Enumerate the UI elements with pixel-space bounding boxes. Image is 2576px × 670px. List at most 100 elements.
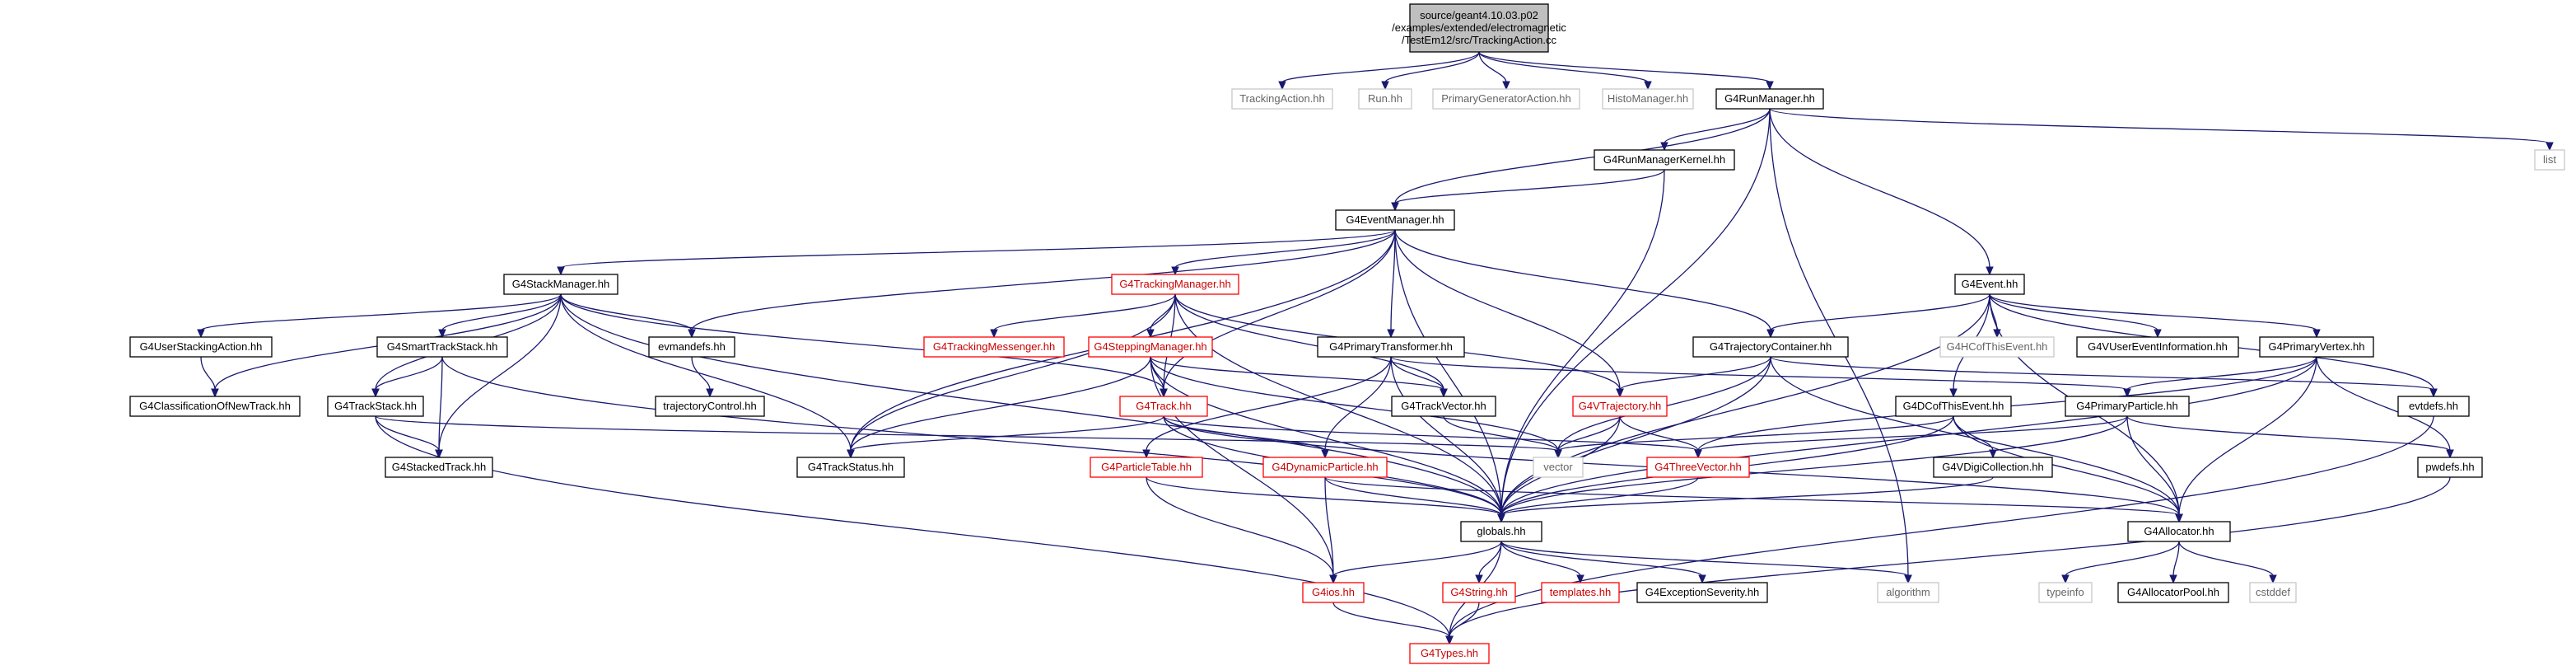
node-vtrajectory[interactable]: G4VTrajectory.hh bbox=[1572, 396, 1668, 417]
node-box bbox=[1088, 336, 1213, 358]
node-primarygen: PrimaryGeneratorAction.hh bbox=[1432, 88, 1580, 110]
node-label: PrimaryGeneratorAction.hh bbox=[1441, 92, 1571, 105]
node-label: G4PrimaryParticle.hh bbox=[2076, 400, 2178, 412]
node-evtdefs[interactable]: evtdefs.hh bbox=[2397, 396, 2470, 417]
node-primaryparticle[interactable]: G4PrimaryParticle.hh bbox=[2065, 396, 2190, 417]
edge-primaryvertex-to-globals bbox=[1497, 356, 2317, 523]
node-label: vector bbox=[1543, 461, 1573, 473]
node-globals[interactable]: globals.hh bbox=[1460, 521, 1542, 542]
node-pwdefs[interactable]: pwdefs.hh bbox=[2417, 457, 2483, 478]
node-label: G4AllocatorPool.hh bbox=[2127, 586, 2219, 598]
edge-stackmanager-to-stackedtrack bbox=[435, 293, 562, 459]
node-box bbox=[1954, 274, 2025, 295]
node-box bbox=[2417, 457, 2483, 478]
node-label: G4TrackingManager.hh bbox=[1119, 278, 1230, 290]
node-eventmanager[interactable]: G4EventManager.hh bbox=[1335, 209, 1455, 231]
edge-track-to-threevector bbox=[1163, 415, 1702, 459]
node-event[interactable]: G4Event.hh bbox=[1954, 274, 2025, 295]
node-trackvector[interactable]: G4TrackVector.hh bbox=[1391, 396, 1496, 417]
edge-eventmanager-to-evmandefs bbox=[688, 229, 1396, 339]
node-box bbox=[1391, 396, 1496, 417]
node-smarttrackstack[interactable]: G4SmartTrackStack.hh bbox=[376, 336, 508, 358]
edge-root-to-runmanager bbox=[1478, 51, 1774, 91]
node-label: G4StackManager.hh bbox=[512, 278, 610, 290]
node-allocator[interactable]: G4Allocator.hh bbox=[2127, 521, 2231, 542]
node-box bbox=[1317, 336, 1465, 358]
node-dynamicparticle[interactable]: G4DynamicParticle.hh bbox=[1262, 457, 1388, 478]
node-particletable[interactable]: G4ParticleTable.hh bbox=[1090, 457, 1203, 478]
edge-eventmanager-to-trackingmanager bbox=[1171, 229, 1396, 276]
node-threevector[interactable]: G4ThreeVector.hh bbox=[1646, 457, 1750, 478]
node-box bbox=[1358, 88, 1412, 110]
edge-primaryvertex-to-primaryparticle bbox=[2123, 356, 2317, 398]
node-vector: vector bbox=[1533, 457, 1584, 478]
node-root[interactable]: source/geant4.10.03.p02/examples/extende… bbox=[1392, 3, 1566, 53]
node-primaryvertex[interactable]: G4PrimaryVertex.hh bbox=[2259, 336, 2374, 358]
edge-trajectorycontainer-to-evtdefs bbox=[1770, 356, 2438, 398]
node-box bbox=[2259, 336, 2374, 358]
node-label: TrackingAction.hh bbox=[1239, 92, 1325, 105]
node-trackingmessenger[interactable]: G4TrackingMessenger.hh bbox=[923, 336, 1065, 358]
node-box bbox=[1636, 582, 1768, 603]
node-box bbox=[1119, 396, 1208, 417]
node-stackedtrack[interactable]: G4StackedTrack.hh bbox=[385, 457, 493, 478]
node-classification[interactable]: G4ClassificationOfNewTrack.hh bbox=[129, 396, 301, 417]
node-vdigicollection[interactable]: G4VDigiCollection.hh bbox=[1933, 457, 2053, 478]
edge-track-to-trackstatus bbox=[847, 415, 1164, 459]
node-box bbox=[2065, 396, 2190, 417]
node-track[interactable]: G4Track.hh bbox=[1119, 396, 1208, 417]
node-box bbox=[1409, 3, 1549, 53]
node-templates[interactable]: templates.hh bbox=[1541, 582, 1620, 603]
node-box bbox=[655, 396, 765, 417]
node-label: G4Types.hh bbox=[1421, 647, 1478, 659]
edge-primaryparticle-to-threevector bbox=[1694, 415, 2128, 459]
node-vusereventinfo[interactable]: G4VUserEventInformation.hh bbox=[2076, 336, 2239, 358]
node-steppingmanager[interactable]: G4SteppingManager.hh bbox=[1088, 336, 1213, 358]
node-primarytransformer[interactable]: G4PrimaryTransformer.hh bbox=[1317, 336, 1465, 358]
node-box bbox=[129, 336, 273, 358]
node-label: list bbox=[2543, 153, 2556, 166]
edge-eventmanager-to-primarytransformer bbox=[1387, 229, 1396, 339]
node-box bbox=[2038, 582, 2093, 603]
edge-dynamicparticle-to-g4ios bbox=[1324, 476, 1337, 584]
node-label: /TestEm12/src/TrackingAction.cc bbox=[1402, 34, 1557, 46]
edge-g4string-to-types bbox=[1445, 602, 1480, 645]
node-types[interactable]: G4Types.hh bbox=[1409, 643, 1490, 664]
node-box bbox=[1692, 336, 1849, 358]
node-label: G4EventManager.hh bbox=[1346, 213, 1444, 226]
node-list: list bbox=[2534, 149, 2565, 171]
node-label: G4TrackingMessenger.hh bbox=[933, 340, 1055, 353]
edge-smarttrackstack-to-stackedtrack bbox=[435, 356, 443, 459]
node-runmanagerkernel[interactable]: G4RunManagerKernel.hh bbox=[1594, 149, 1735, 171]
node-exceptionseverity[interactable]: G4ExceptionSeverity.hh bbox=[1636, 582, 1768, 603]
node-trajectorycontainer[interactable]: G4TrajectoryContainer.hh bbox=[1692, 336, 1849, 358]
node-evmandefs[interactable]: evmandefs.hh bbox=[648, 336, 735, 358]
node-box bbox=[1335, 209, 1455, 231]
node-label: templates.hh bbox=[1550, 586, 1611, 598]
node-label: G4PrimaryVertex.hh bbox=[2268, 340, 2364, 353]
node-dcofthisevent[interactable]: G4DCofThisEvent.hh bbox=[1895, 396, 2012, 417]
node-label: G4VTrajectory.hh bbox=[1579, 400, 1661, 412]
node-trackstatus[interactable]: G4TrackStatus.hh bbox=[796, 457, 905, 478]
node-userstacking[interactable]: G4UserStackingAction.hh bbox=[129, 336, 273, 358]
node-box bbox=[648, 336, 735, 358]
node-label: G4UserStackingAction.hh bbox=[140, 340, 263, 353]
node-trajectorycontrol[interactable]: trajectoryControl.hh bbox=[655, 396, 765, 417]
node-stackmanager[interactable]: G4StackManager.hh bbox=[503, 274, 618, 295]
node-g4string[interactable]: G4String.hh bbox=[1442, 582, 1516, 603]
node-box bbox=[2534, 149, 2565, 171]
edge-root-to-trackingaction bbox=[1278, 51, 1480, 91]
node-allocatorpool[interactable]: G4AllocatorPool.hh bbox=[2117, 582, 2229, 603]
edge-primarytransformer-to-trackvector bbox=[1390, 356, 1448, 398]
node-trackstack[interactable]: G4TrackStack.hh bbox=[327, 396, 424, 417]
node-label: G4ThreeVector.hh bbox=[1654, 461, 1742, 473]
node-box bbox=[1572, 396, 1668, 417]
edge-globals-to-templates bbox=[1500, 541, 1584, 584]
node-box bbox=[376, 336, 508, 358]
node-trackingmanager[interactable]: G4TrackingManager.hh bbox=[1111, 274, 1239, 295]
node-g4ios[interactable]: G4ios.hh bbox=[1302, 582, 1365, 603]
node-label: G4ios.hh bbox=[1312, 586, 1355, 598]
node-runmanager[interactable]: G4RunManager.hh bbox=[1715, 88, 1824, 110]
edge-runmanager-to-list bbox=[1769, 108, 2554, 152]
